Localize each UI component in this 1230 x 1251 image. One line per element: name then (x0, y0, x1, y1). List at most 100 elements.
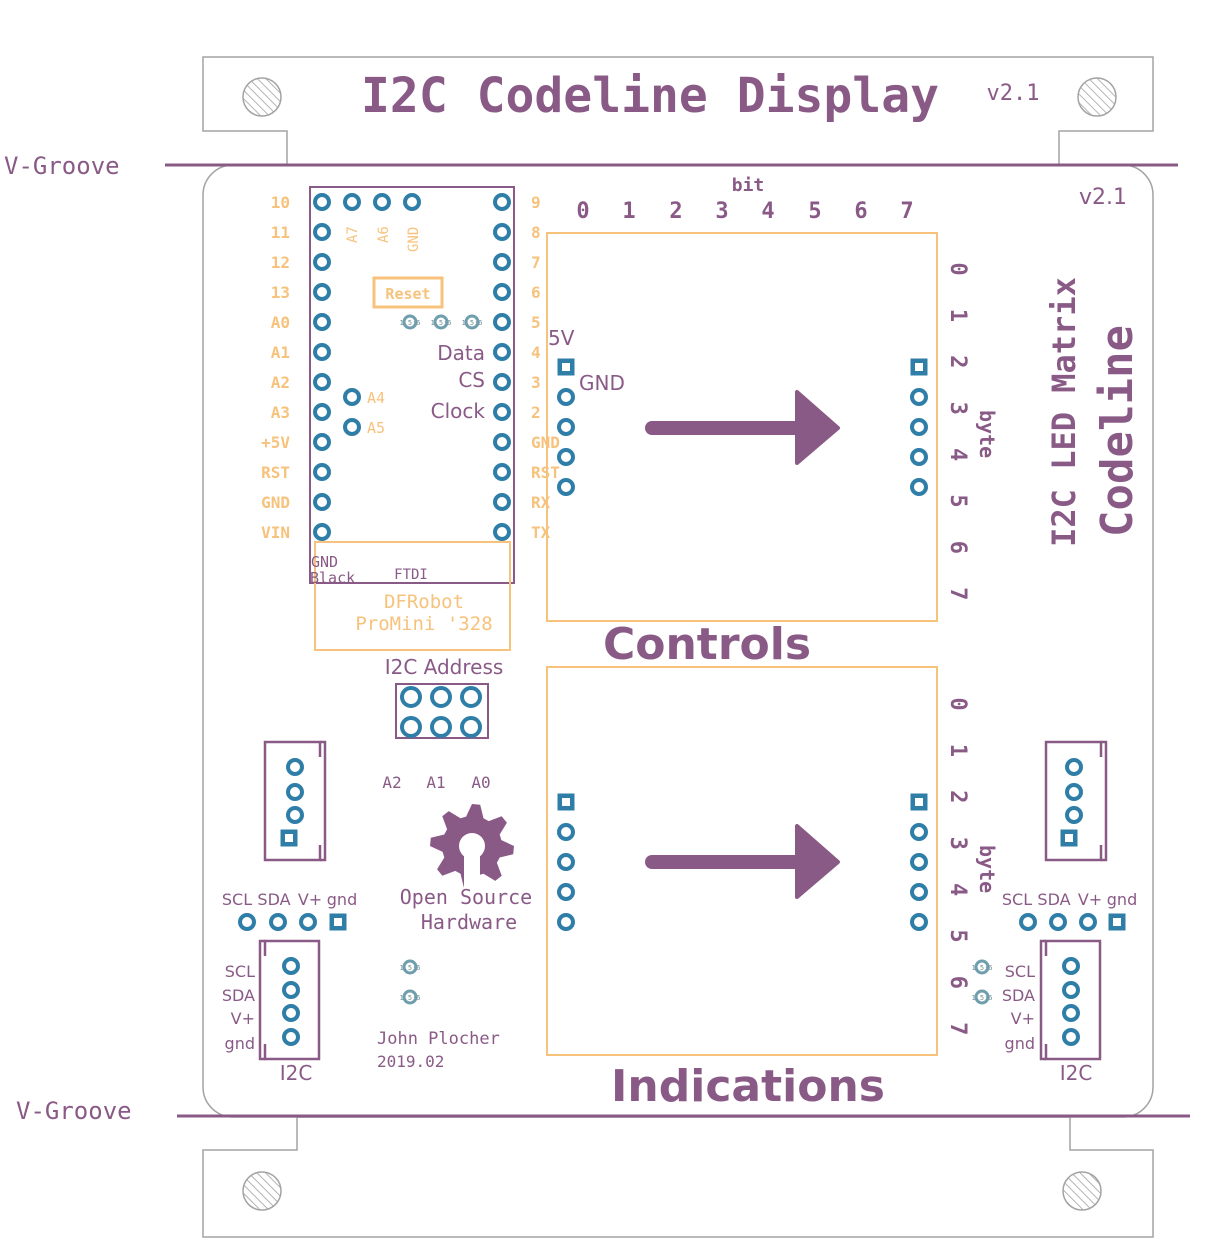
byte-byte-labels-top-3: 3 (945, 402, 970, 415)
left-side-gnd: gnd (225, 1034, 255, 1053)
byte-byte-labels-top-0: 0 (945, 262, 970, 275)
upper-left-pad-sq (280, 829, 298, 847)
i2c-name-left: I2C (280, 1061, 313, 1085)
left-pin-pad-3 (313, 283, 331, 301)
right-pin-pad-3 (493, 283, 511, 301)
bit-6: 6 (854, 199, 867, 224)
byte-byte-labels-bottom-1: 1 (945, 744, 970, 757)
svg-text:1.5:6: 1.5:6 (399, 319, 420, 327)
five-v-label: 5V (548, 326, 575, 350)
lower-right-pad-0 (1062, 957, 1080, 975)
gear-slot (464, 850, 480, 890)
left-pin-pad-5 (313, 343, 331, 361)
left-pin-label-10: GND (261, 493, 290, 512)
a4-pad (343, 388, 361, 406)
promini-pads (313, 193, 511, 541)
address-pad-top-0 (400, 686, 422, 708)
vertical-title-small: I2C LED Matrix (1045, 277, 1083, 547)
promini-silk-outline (314, 541, 511, 651)
right-pin-label-6: 3 (531, 373, 541, 392)
left-pin-pad-2 (313, 253, 331, 271)
right-side-gnd: gnd (1005, 1034, 1035, 1053)
credit-date: 2019.02 (377, 1052, 444, 1071)
controls-right-pad-3 (910, 448, 928, 466)
reset-label: Reset (385, 285, 430, 303)
matrix-gnd-label: GND (579, 371, 625, 395)
right-pin-label-4: 5 (531, 313, 541, 332)
left-pin-label-5: A1 (271, 343, 290, 362)
i2c-side-labels-left: SCL SDA V+ gnd (222, 962, 255, 1053)
byte-byte-labels-bottom-3: 3 (945, 837, 970, 850)
left-pin-pad-6 (313, 373, 331, 391)
via-1: 1.5:6 (430, 314, 452, 330)
controls-right-pad-0 (910, 358, 928, 376)
left-header-scl: SCL (222, 890, 252, 909)
byte-byte-labels-bottom-7: 7 (945, 1022, 970, 1035)
left-pin-pad-0 (313, 193, 331, 211)
left-pin-label-9: RST (261, 463, 290, 482)
connector-upper-left (263, 740, 327, 862)
left-pin-label-6: A2 (271, 373, 290, 392)
ftdi-gnd-label: GND (311, 553, 338, 571)
left-pin-pad-1 (313, 223, 331, 241)
left-header-pad-2 (299, 913, 317, 931)
bit-0: 0 (576, 199, 589, 224)
a5-pad (343, 418, 361, 436)
credit-author: John Plocher (377, 1029, 500, 1049)
title-version: v2.1 (987, 81, 1040, 106)
right-pin-label-7: 2 (531, 403, 541, 422)
controls-left-pad-3 (557, 448, 575, 466)
right-header-scl: SCL (1002, 890, 1032, 909)
oshw-gear-icon (430, 804, 514, 890)
indications-left-pad-2 (557, 853, 575, 871)
controls-matrix-outline (546, 232, 938, 622)
right-header-pad-2 (1079, 913, 1097, 931)
right-side-sda: SDA (1002, 986, 1035, 1005)
indications-right-pad-4 (910, 913, 928, 931)
oshw-line1: Open Source (400, 885, 532, 909)
upper-left-pad-2 (286, 806, 304, 824)
byte-byte-labels-top-6: 6 (945, 541, 970, 554)
board-version: v2.1 (1079, 185, 1127, 210)
matrix-pads (557, 358, 928, 931)
left-pin-pad-10 (313, 493, 331, 511)
bit-4: 4 (761, 199, 774, 224)
indications-title: Indications (611, 1061, 885, 1112)
controls-right-pad-4 (910, 478, 928, 496)
board-title: I2C Codeline Display (361, 68, 939, 124)
right-pin-label-3: 6 (531, 283, 541, 302)
left-header-sda: SDA (257, 890, 290, 909)
indications-right-pad-3 (910, 883, 928, 901)
byte-byte-labels-bottom-5: 5 (945, 929, 970, 942)
right-side-vplus: V+ (1011, 1009, 1035, 1028)
right-pin-pad-10 (493, 493, 511, 511)
bit-label: bit (732, 175, 765, 196)
upper-right-pad-sq (1060, 829, 1078, 847)
lower-right-pad-2 (1062, 1004, 1080, 1022)
left-pin-pad-4 (313, 313, 331, 331)
left-pin-pad-7 (313, 403, 331, 421)
left-side-vplus: V+ (231, 1009, 255, 1028)
right-header-pad-sq (1108, 913, 1126, 931)
signal-cs: CS (458, 368, 485, 392)
lower-left-pad-0 (282, 957, 300, 975)
top-pin-pad-0 (343, 193, 361, 211)
byte-byte-labels-bottom-2: 2 (945, 790, 970, 803)
indications-matrix-outline (546, 666, 938, 1056)
top-pin-gnd: GND (406, 227, 422, 252)
svg-text:1.5:6: 1.5:6 (971, 964, 992, 972)
right-header-sda: SDA (1037, 890, 1070, 909)
signal-data: Data (437, 341, 485, 365)
right-header-vplus: V+ (1078, 890, 1102, 909)
right-pin-label-5: 4 (531, 343, 541, 362)
via-6: 1.5:6 (971, 989, 993, 1005)
right-pin-label-1: 8 (531, 223, 541, 242)
right-pin-pad-5 (493, 343, 511, 361)
left-pin-label-11: VIN (261, 523, 290, 542)
left-pin-label-0: 10 (271, 193, 290, 212)
